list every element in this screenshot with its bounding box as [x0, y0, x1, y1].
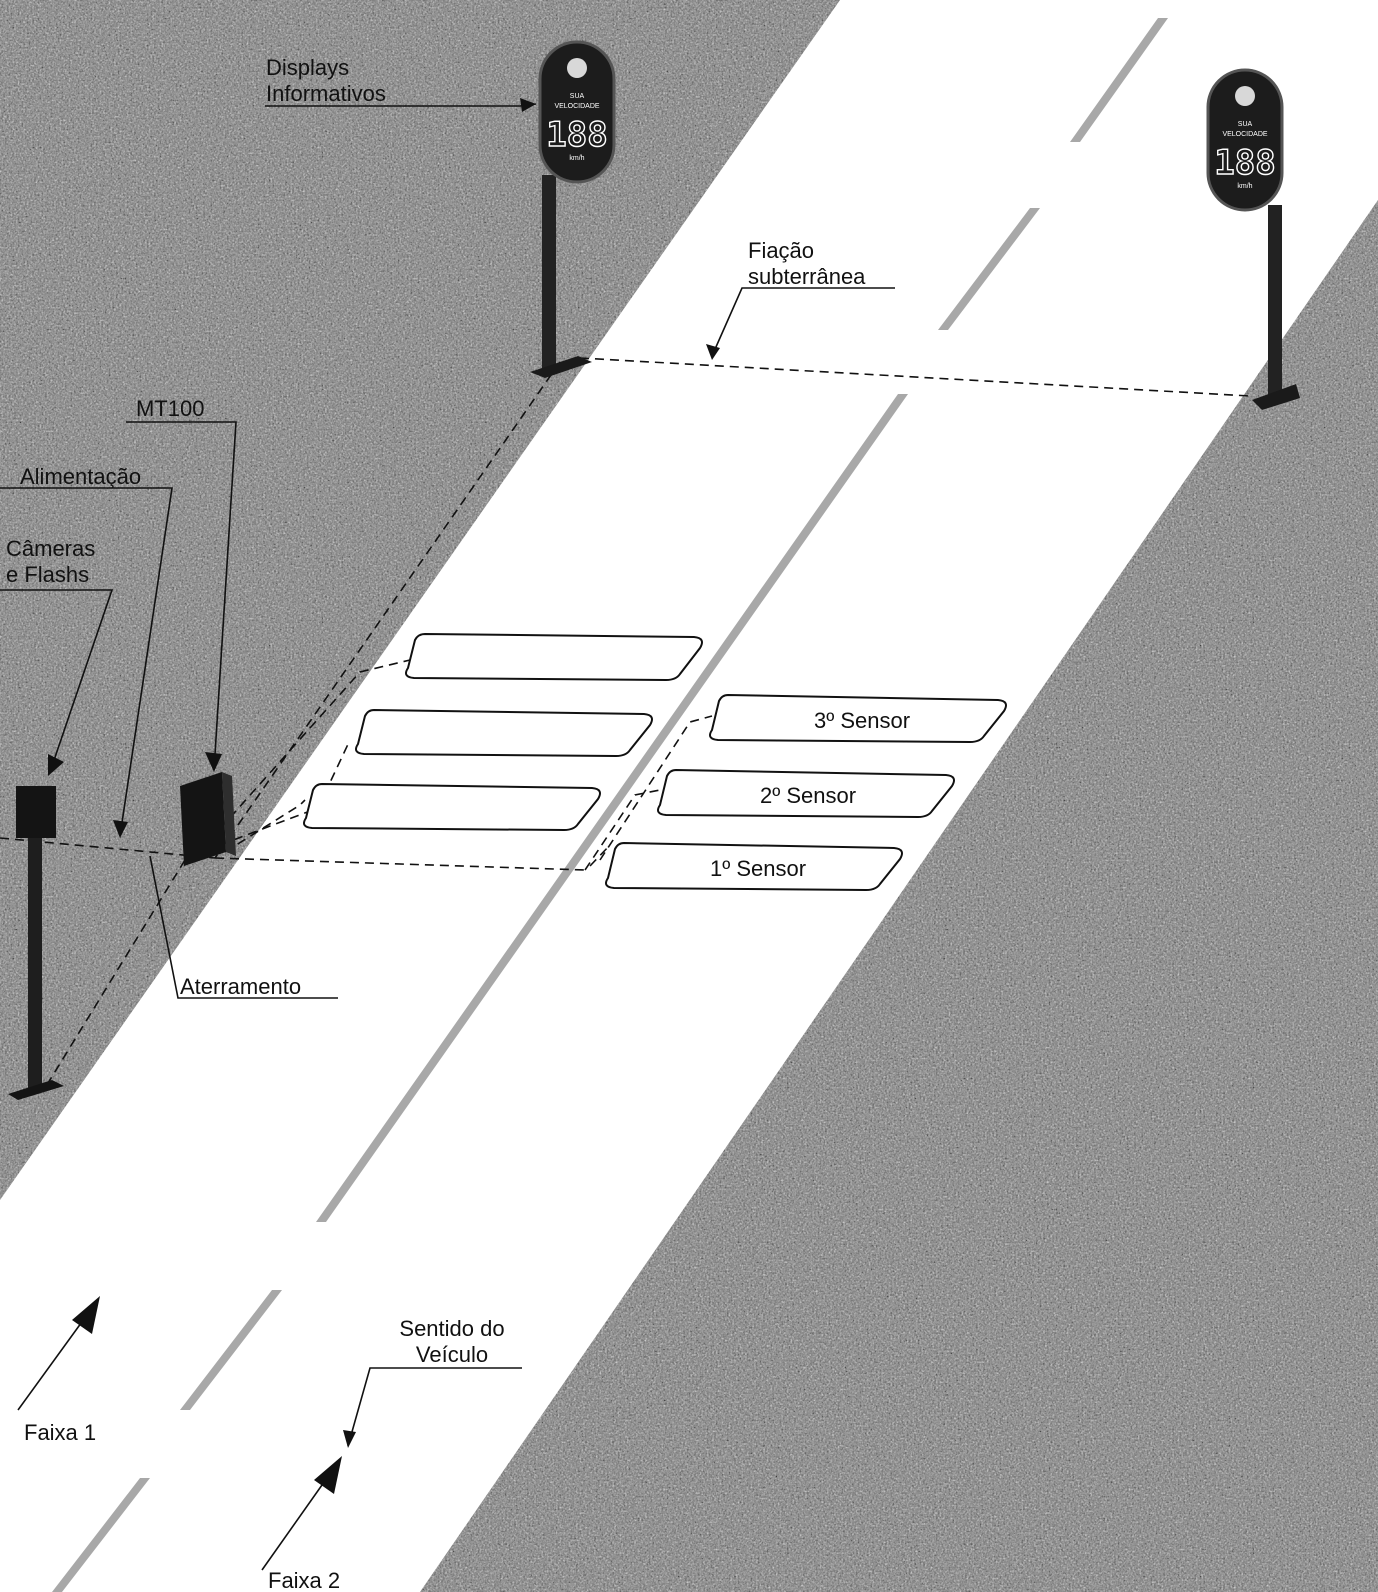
display-panel: [538, 40, 616, 184]
display-number: 188: [546, 115, 607, 155]
sensor-lane1-3: [405, 632, 703, 682]
sensor-3-label: 3º Sensor: [814, 708, 910, 733]
display-panel: [1206, 68, 1284, 212]
label-sentido-line1: Sentido do: [399, 1316, 504, 1341]
display-number: 188: [1214, 143, 1275, 183]
arrow-icons: [48, 98, 720, 1494]
label-faixa1: Faixa 1: [24, 1420, 96, 1445]
sensor-2-label: 2º Sensor: [760, 783, 856, 808]
label-displays-line1: Displays: [266, 55, 349, 80]
label-cameras-line1: Câmeras: [6, 536, 95, 561]
lane-divider-markings: [52, 18, 1168, 1592]
camera-base: [8, 1080, 64, 1100]
label-sentido-line2: Veículo: [416, 1342, 488, 1367]
arrow-icon: [205, 752, 222, 772]
speed-display-left: SUA VELOCIDADE 188 km/h: [530, 40, 616, 378]
label-faixa2: Faixa 2: [268, 1568, 340, 1592]
sensors-lane-2: 3º Sensor 2º Sensor 1º Sensor: [605, 693, 1007, 892]
camera-box: [16, 786, 56, 838]
labels: Displays Informativos Fiação subterrânea…: [6, 55, 866, 1592]
arrow-icon: [113, 820, 128, 838]
sensor-lane1-2: [355, 708, 653, 758]
sensor-lane1-1: [303, 782, 601, 832]
mt100-cabinet: [180, 772, 236, 866]
sensor-3: [709, 693, 1007, 744]
display-top-text: SUA: [1238, 121, 1253, 128]
display-pole: [1268, 205, 1282, 400]
label-alimentacao: Alimentação: [20, 464, 141, 489]
direction-arrow-icon: [314, 1456, 342, 1494]
sensor-2: [657, 768, 955, 819]
label-displays-line2: Informativos: [266, 81, 386, 106]
display-lamp: [1235, 86, 1255, 106]
label-cameras-line2: e Flashs: [6, 562, 89, 587]
speed-display-right: SUA VELOCIDADE 188 km/h: [1206, 68, 1300, 410]
display-unit: km/h: [569, 155, 584, 162]
label-mt100: MT100: [136, 396, 204, 421]
label-fiacao-line2: subterrânea: [748, 264, 866, 289]
label-fiacao-line1: Fiação: [748, 238, 814, 263]
display-base: [1252, 384, 1300, 410]
sensor-1: [605, 841, 903, 892]
camera-flash-unit: [8, 786, 64, 1100]
direction-arrow-icon: [72, 1296, 100, 1334]
arrow-icon: [520, 98, 536, 112]
sensor-1-label: 1º Sensor: [710, 856, 806, 881]
display-mid-text: VELOCIDADE: [1222, 131, 1267, 138]
display-mid-text: VELOCIDADE: [554, 103, 599, 110]
underground-wiring: [0, 357, 1251, 1089]
label-aterramento: Aterramento: [180, 974, 301, 999]
display-pole: [542, 175, 556, 370]
camera-pole: [28, 838, 42, 1088]
display-top-text: SUA: [570, 93, 585, 100]
display-unit: km/h: [1237, 183, 1252, 190]
sensors-lane-1: [303, 632, 703, 832]
arrow-icon: [706, 344, 720, 360]
display-lamp: [567, 58, 587, 78]
display-base: [530, 356, 592, 378]
arrow-icon: [48, 754, 64, 776]
arrow-icon: [343, 1430, 356, 1448]
